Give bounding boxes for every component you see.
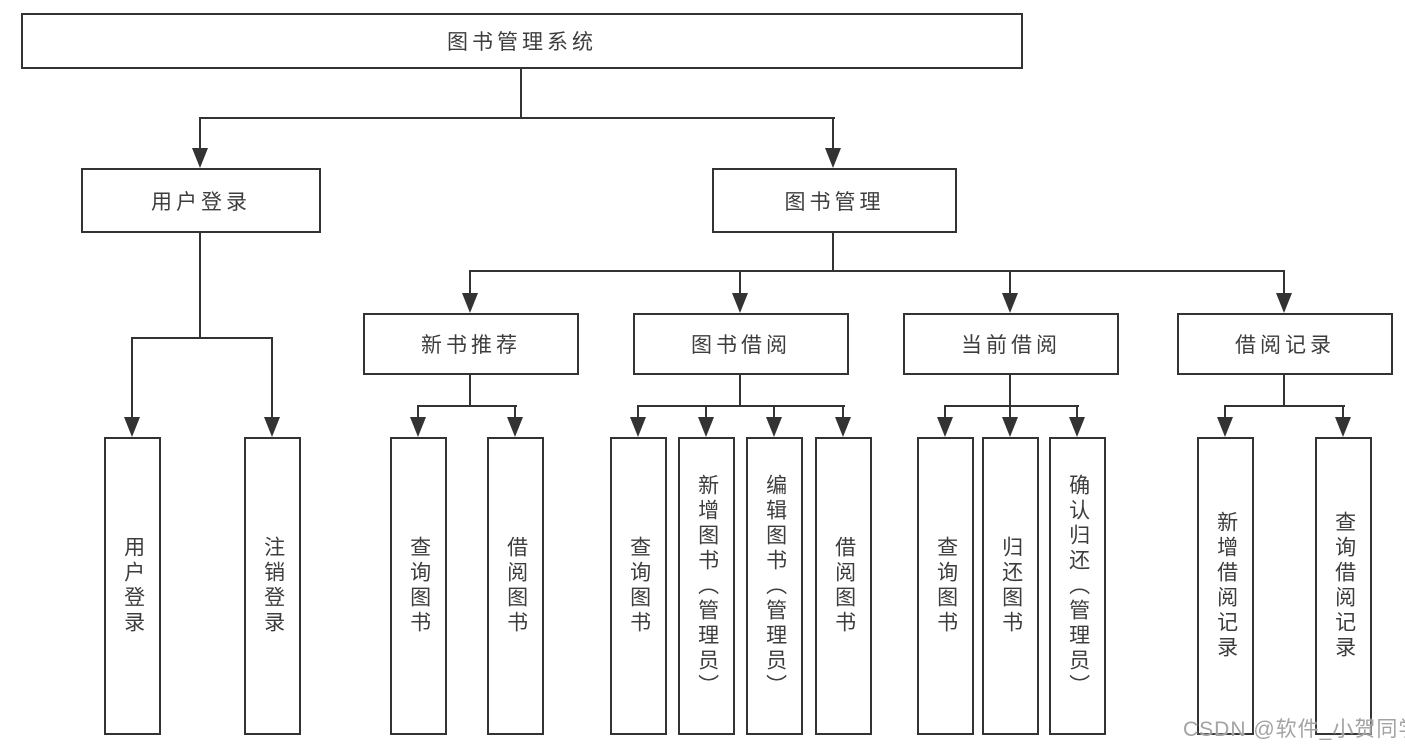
arrowhead-down <box>1335 417 1351 437</box>
arrowhead-down <box>1276 293 1292 313</box>
connector-line <box>1009 407 1011 417</box>
node-borrow-records: 借阅记录 <box>1177 313 1393 375</box>
node-library-management-system: 图书管理系统 <box>21 13 1023 69</box>
node-book-borrow: 图书借阅 <box>633 313 849 375</box>
arrowhead-down <box>1069 417 1085 437</box>
connector-line <box>944 405 1079 407</box>
leaf-add-books-admin: 新增图书（管理员） <box>678 437 735 735</box>
connector-line <box>1342 407 1344 417</box>
connector-line <box>739 373 741 407</box>
arrowhead-down <box>630 417 646 437</box>
leaf-label: 新增借阅记录 <box>1214 511 1238 661</box>
leaf-borrow-books: 借阅图书 <box>815 437 872 735</box>
connector-line <box>637 405 845 407</box>
connector-line <box>131 339 133 417</box>
leaf-label: 查询图书 <box>407 536 431 636</box>
leaf-add-borrow-record: 新增借阅记录 <box>1197 437 1254 735</box>
leaf-label: 归还图书 <box>999 536 1023 636</box>
connector-line <box>520 67 522 117</box>
leaf-label: 借阅图书 <box>504 536 528 636</box>
connector-line <box>1076 407 1078 417</box>
arrowhead-down <box>124 417 140 437</box>
connector-line <box>1009 272 1011 293</box>
leaf-label: 查询图书 <box>627 536 651 636</box>
arrowhead-down <box>1002 293 1018 313</box>
connector-line <box>832 231 834 272</box>
connector-line <box>1283 272 1285 293</box>
arrowhead-down <box>192 148 208 168</box>
leaf-query-books-current: 查询图书 <box>917 437 974 735</box>
connector-line <box>131 337 273 339</box>
leaf-label: 注销登录 <box>261 536 285 636</box>
leaf-edit-books-admin: 编辑图书（管理员） <box>746 437 803 735</box>
connector-line <box>1009 373 1011 407</box>
connector-line <box>637 407 639 417</box>
node-user-login-group: 用户登录 <box>81 168 321 233</box>
arrowhead-down <box>410 417 426 437</box>
connector-line <box>773 407 775 417</box>
arrowhead-down <box>1217 417 1233 437</box>
leaf-label: 借阅图书 <box>832 536 856 636</box>
leaf-label: 新增图书（管理员） <box>695 473 719 699</box>
leaf-query-books-recommend: 查询图书 <box>390 437 447 735</box>
connector-line <box>944 407 946 417</box>
arrowhead-down <box>507 417 523 437</box>
connector-line <box>842 407 844 417</box>
connector-line <box>1283 373 1285 407</box>
node-label: 图书管理 <box>784 190 885 214</box>
leaf-label: 用户登录 <box>121 536 145 636</box>
leaf-return-books: 归还图书 <box>982 437 1039 735</box>
arrowhead-down <box>698 417 714 437</box>
node-current-borrow: 当前借阅 <box>903 313 1119 375</box>
arrowhead-down <box>835 417 851 437</box>
arrowhead-down <box>766 417 782 437</box>
leaf-query-borrow-record: 查询借阅记录 <box>1315 437 1372 735</box>
arrowhead-down <box>1002 417 1018 437</box>
arrowhead-down <box>825 148 841 168</box>
leaf-label: 查询借阅记录 <box>1332 511 1356 661</box>
node-label: 用户登录 <box>151 190 251 214</box>
node-label: 新书推荐 <box>421 334 521 357</box>
leaf-label: 查询图书 <box>934 536 958 636</box>
connector-line <box>1224 407 1226 417</box>
leaf-logout: 注销登录 <box>244 437 301 735</box>
connector-line <box>199 231 201 337</box>
connector-line <box>417 405 517 407</box>
leaf-label: 确认归还（管理员） <box>1066 473 1090 699</box>
connector-line <box>199 117 201 150</box>
connector-line <box>469 272 471 293</box>
leaf-query-books-borrow: 查询图书 <box>610 437 667 735</box>
arrowhead-down <box>937 417 953 437</box>
connector-line <box>199 117 835 119</box>
leaf-borrow-books-recommend: 借阅图书 <box>487 437 544 735</box>
connector-line <box>417 407 419 417</box>
node-label: 图书借阅 <box>691 334 791 357</box>
leaf-user-login: 用户登录 <box>104 437 161 735</box>
arrowhead-down <box>264 417 280 437</box>
connector-line <box>271 339 273 417</box>
csdn-watermark: CSDN @软件_小贺同学 <box>1183 718 1405 741</box>
connector-line <box>832 117 834 150</box>
node-label: 借阅记录 <box>1235 334 1335 357</box>
arrowhead-down <box>462 293 478 313</box>
node-label: 图书管理系统 <box>447 31 597 54</box>
node-book-management: 图书管理 <box>712 168 957 233</box>
connector-line <box>1224 405 1345 407</box>
leaf-label: 编辑图书（管理员） <box>763 473 787 699</box>
node-label: 当前借阅 <box>961 334 1061 357</box>
connector-line <box>469 270 1285 272</box>
arrowhead-down <box>732 293 748 313</box>
leaf-confirm-return-admin: 确认归还（管理员） <box>1049 437 1106 735</box>
connector-line <box>705 407 707 417</box>
connector-line <box>469 373 471 407</box>
node-new-book-recommend: 新书推荐 <box>363 313 579 375</box>
connector-line <box>739 272 741 293</box>
connector-line <box>514 407 516 417</box>
